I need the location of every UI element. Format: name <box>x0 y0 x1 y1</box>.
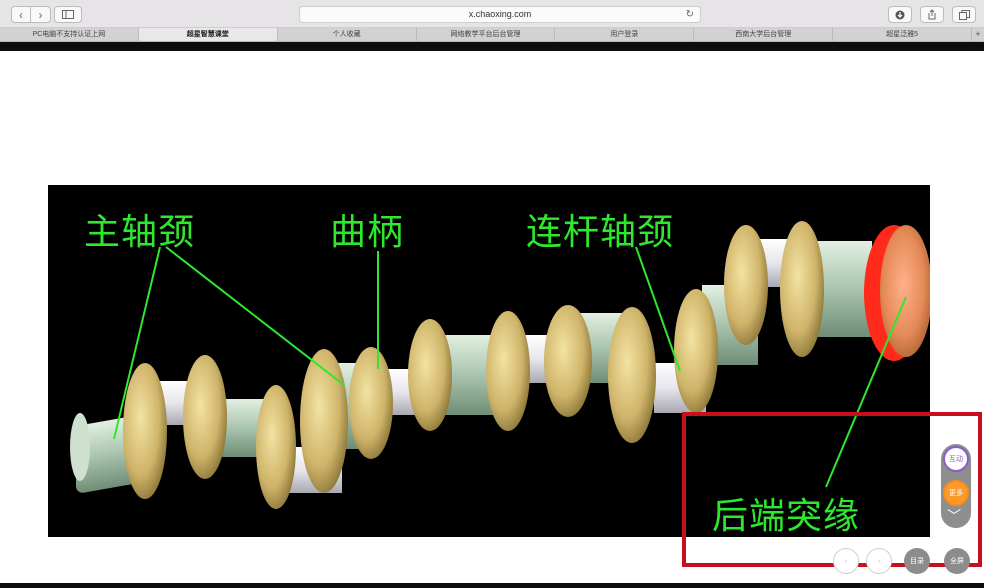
sidebar-icon <box>62 10 74 19</box>
pointer-lines <box>113 246 907 488</box>
tab-pc-auth[interactable]: PC电脑不支持认证上网 <box>0 28 139 41</box>
navigation-buttons: ‹ › <box>11 6 51 23</box>
share-icon <box>928 9 936 20</box>
video-player[interactable]: 主轴颈 曲柄 连杆轴颈 后端突缘 <box>48 185 930 537</box>
share-button[interactable] <box>920 6 944 23</box>
browser-toolbar: ‹ › x.chaoxing.com ↻ <box>0 0 984 28</box>
tab-chaoxing-fanya[interactable]: 超星泛雅5 <box>833 28 973 41</box>
page-bottom-strip <box>0 583 984 588</box>
crankshaft-illustration <box>70 221 930 509</box>
download-button[interactable] <box>888 6 912 23</box>
crank-web <box>123 363 167 499</box>
front-journal-face <box>70 413 90 481</box>
chevron-right-icon: › <box>38 7 43 22</box>
back-button[interactable]: ‹ <box>11 6 31 23</box>
address-text: x.chaoxing.com <box>468 9 532 19</box>
next-button[interactable]: › <box>866 548 892 574</box>
crank-web <box>300 349 348 493</box>
crank-web <box>256 385 296 509</box>
crank-web <box>544 305 592 417</box>
label-rod-journal: 连杆轴颈 <box>526 212 675 253</box>
crank-web <box>183 355 227 479</box>
tab-bar: PC电脑不支持认证上网 超星智慧课堂 个人收藏 网络教学平台后台管理 用户登录 … <box>0 28 984 42</box>
more-button[interactable]: 更多 <box>943 480 969 506</box>
tab-teaching-admin[interactable]: 网络教学平台后台管理 <box>417 28 556 41</box>
tab-user-login[interactable]: 用户登录 <box>555 28 695 41</box>
tab-favorites[interactable]: 个人收藏 <box>278 28 417 41</box>
crank-web <box>608 307 656 443</box>
catalog-button[interactable]: 目录 <box>904 548 930 574</box>
fullscreen-button[interactable]: 全屏 <box>944 548 970 574</box>
prev-button[interactable]: ‹ <box>833 548 859 574</box>
sidebar-toggle-button[interactable] <box>54 6 82 23</box>
address-bar[interactable]: x.chaoxing.com ↻ <box>299 6 701 23</box>
label-crank-arm: 曲柄 <box>330 212 405 253</box>
tab-chaoxing-classroom[interactable]: 超星智慧课堂 <box>138 28 278 41</box>
chevron-down-icon[interactable]: ﹀ <box>947 508 961 524</box>
crank-web <box>486 311 530 431</box>
crank-web <box>408 319 452 431</box>
tabs-overview-button[interactable] <box>952 6 976 23</box>
forward-button[interactable]: › <box>31 6 51 23</box>
new-tab-button[interactable]: + <box>972 28 984 41</box>
reload-icon[interactable]: ↻ <box>685 9 694 20</box>
crank-web <box>674 289 718 413</box>
main-journal-segment <box>816 241 872 337</box>
toolbar-right-buttons <box>888 6 976 23</box>
download-icon <box>895 10 905 19</box>
tab-swu-admin[interactable]: 西南大学后台管理 <box>694 28 834 41</box>
rear-flange-face <box>880 225 930 357</box>
tabs-overview-icon <box>958 9 970 20</box>
crank-web <box>724 225 768 345</box>
page-top-strip <box>0 42 984 51</box>
chevron-left-icon: ‹ <box>19 7 23 22</box>
plus-icon: + <box>975 29 981 39</box>
highlight-box <box>682 412 982 567</box>
interact-button[interactable]: 互动 <box>943 446 969 472</box>
label-rear-flange: 后端突缘 <box>712 496 861 537</box>
crank-web <box>780 221 824 357</box>
label-main-journal: 主轴颈 <box>84 212 196 253</box>
crank-web <box>349 347 393 459</box>
